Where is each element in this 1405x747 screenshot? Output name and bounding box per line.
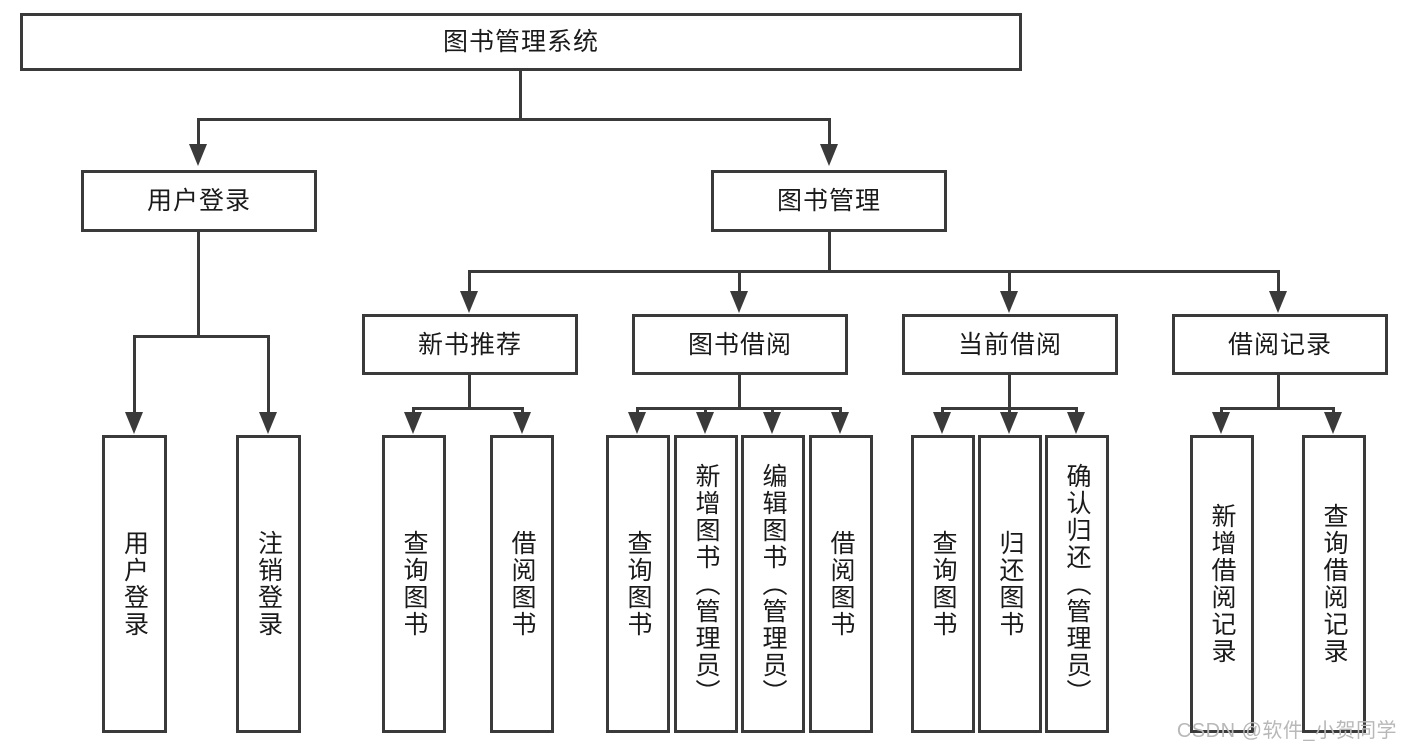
leaf-book-borrow-3[interactable]: 借阅图书 [809, 435, 873, 733]
node-label: 图书管理 [776, 187, 881, 215]
node-label: 当前借阅 [957, 330, 1062, 359]
connector-root-to-book-management [828, 118, 831, 146]
connector-new-book-bus [412, 407, 524, 410]
leaf-borrow-record-1[interactable]: 查询借阅记录 [1302, 435, 1366, 733]
arrowhead-current-borrow-leaf-1 [1000, 412, 1018, 434]
connector-root-stem [519, 71, 522, 118]
arrowhead-current-borrow-leaf-2 [1067, 412, 1085, 434]
connector-book-management-bus [468, 270, 1280, 273]
connector-root-bus [197, 118, 831, 121]
node-label: 借阅记录 [1227, 330, 1332, 359]
arrowhead-book-borrow-leaf-1 [696, 412, 714, 434]
node-new-book-recommend[interactable]: 新书推荐 [362, 314, 578, 375]
node-label: 借阅图书 [827, 530, 855, 638]
arrowhead-new-book-leaf-1 [513, 412, 531, 434]
connector-current-borrow-stem [1008, 375, 1011, 407]
connector-new-book-leaf-0 [412, 407, 415, 415]
node-label: 新增借阅记录 [1208, 503, 1236, 665]
leaf-borrow-record-0[interactable]: 新增借阅记录 [1190, 435, 1254, 733]
connector-book-borrow-stem [738, 375, 741, 407]
node-label: 图书管理系统 [442, 28, 599, 56]
node-current-borrow[interactable]: 当前借阅 [902, 314, 1118, 375]
connector-book-borrow-bus [636, 407, 842, 410]
leaf-book-borrow-2[interactable]: 编辑图书（管理员） [741, 435, 805, 733]
leaf-book-borrow-1[interactable]: 新增图书（管理员） [674, 435, 738, 733]
connector-bm-to-book-borrow [738, 270, 741, 294]
leaf-user-login-0[interactable]: 用户登录 [102, 435, 167, 733]
arrowhead-current-borrow-leaf-0 [933, 412, 951, 434]
node-label: 查询图书 [624, 530, 652, 638]
node-label: 借阅图书 [508, 530, 536, 638]
leaf-user-login-1[interactable]: 注销登录 [236, 435, 301, 733]
connector-book-borrow-leaf-3 [839, 407, 842, 415]
node-label: 查询借阅记录 [1320, 503, 1348, 665]
connector-book-borrow-leaf-1 [704, 407, 707, 415]
leaf-current-borrow-2[interactable]: 确认归还（管理员） [1045, 435, 1109, 733]
connector-bm-to-borrow-record [1277, 270, 1280, 294]
connector-book-management-stem [828, 232, 831, 270]
node-label: 查询图书 [929, 530, 957, 638]
arrowhead-borrow-record-leaf-1 [1324, 412, 1342, 434]
node-book-management[interactable]: 图书管理 [711, 170, 947, 232]
node-label: 用户登录 [146, 187, 251, 215]
connector-bm-to-current-borrow [1008, 270, 1011, 294]
arrowhead-new-book-leaf-0 [404, 412, 422, 434]
node-borrow-record[interactable]: 借阅记录 [1172, 314, 1388, 375]
connector-user-login-bus [133, 335, 270, 338]
connector-current-borrow-leaf-2 [1075, 407, 1078, 415]
connector-book-borrow-leaf-0 [636, 407, 639, 415]
connector-user-login-stem [197, 232, 200, 335]
node-label: 图书借阅 [687, 330, 792, 359]
connector-borrow-record-stem [1277, 375, 1280, 407]
connector-current-borrow-leaf-0 [941, 407, 944, 415]
connector-user-login-leaf-0 [133, 335, 136, 415]
node-label: 确认归还（管理员） [1063, 462, 1091, 706]
arrowhead-book-borrow [730, 291, 748, 313]
connector-bm-to-new-book [468, 270, 471, 294]
node-label: 归还图书 [996, 530, 1024, 638]
arrowhead-current-borrow [1000, 291, 1018, 313]
leaf-current-borrow-0[interactable]: 查询图书 [911, 435, 975, 733]
leaf-current-borrow-1[interactable]: 归还图书 [978, 435, 1042, 733]
node-book-borrow[interactable]: 图书借阅 [632, 314, 848, 375]
connector-new-book-leaf-1 [521, 407, 524, 415]
arrowhead-user-login-leaf-0 [125, 412, 143, 434]
connector-borrow-record-bus [1220, 407, 1335, 410]
connector-borrow-record-leaf-0 [1220, 407, 1223, 415]
node-label: 注销登录 [254, 530, 283, 638]
arrowhead-user-login-leaf-1 [259, 412, 277, 434]
leaf-new-book-recommend-1[interactable]: 借阅图书 [490, 435, 554, 733]
connector-user-login-leaf-1 [267, 335, 270, 415]
node-label: 用户登录 [120, 530, 149, 638]
node-label: 编辑图书（管理员） [759, 462, 787, 706]
connector-current-borrow-leaf-1 [1008, 407, 1011, 415]
node-label: 新书推荐 [417, 330, 522, 359]
arrowhead-new-book-recommend [460, 291, 478, 313]
node-root-book-management-system[interactable]: 图书管理系统 [20, 13, 1022, 71]
arrowhead-book-borrow-leaf-2 [763, 412, 781, 434]
node-label: 新增图书（管理员） [692, 462, 720, 706]
connector-new-book-stem [468, 375, 471, 407]
leaf-book-borrow-0[interactable]: 查询图书 [606, 435, 670, 733]
node-label: 查询图书 [400, 530, 428, 638]
connector-root-to-user-login [197, 118, 200, 146]
arrowhead-user-login [189, 144, 207, 166]
arrowhead-borrow-record [1269, 291, 1287, 313]
connector-borrow-record-leaf-1 [1332, 407, 1335, 415]
leaf-new-book-recommend-0[interactable]: 查询图书 [382, 435, 446, 733]
arrowhead-book-borrow-leaf-3 [831, 412, 849, 434]
arrowhead-book-management [820, 144, 838, 166]
arrowhead-borrow-record-leaf-0 [1212, 412, 1230, 434]
arrowhead-book-borrow-leaf-0 [628, 412, 646, 434]
node-user-login[interactable]: 用户登录 [81, 170, 317, 232]
connector-book-borrow-leaf-2 [771, 407, 774, 415]
